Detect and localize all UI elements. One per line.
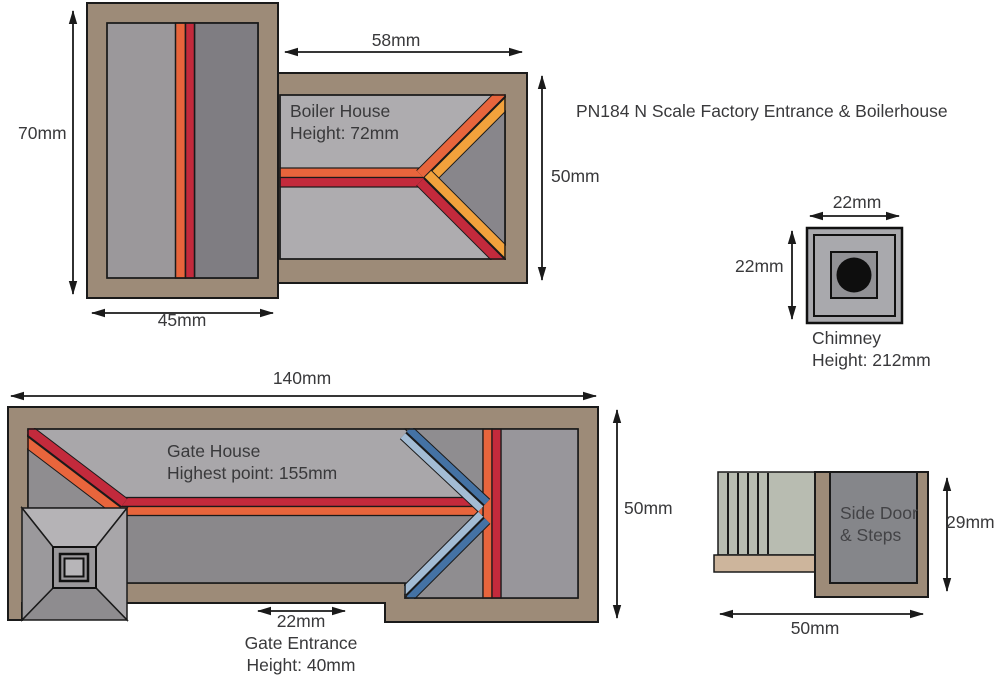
- side-door-height-label: 29mm: [946, 512, 995, 532]
- entrance-height-label: 70mm: [18, 123, 67, 143]
- gate-entrance-name-line2: Height: 40mm: [246, 655, 356, 675]
- side-door-footprint: [713, 471, 929, 598]
- sheet-title: PN184 N Scale Factory Entrance & Boilerh…: [576, 101, 948, 121]
- factory-entrance-footprint: [86, 2, 279, 299]
- boiler-name-line1: Boiler House: [290, 101, 391, 121]
- chimney-footprint: [805, 226, 904, 325]
- gate-house-name-line2: Highest point: 155mm: [167, 463, 338, 483]
- chimney-width-label: 22mm: [832, 192, 882, 212]
- chimney-name-line2: Height: 212mm: [812, 350, 931, 370]
- boiler-width-label: 58mm: [371, 30, 421, 50]
- side-door-width-label: 50mm: [790, 618, 840, 638]
- gate-entrance-width-label: 22mm: [276, 611, 326, 631]
- side-door-name-line2: & Steps: [840, 525, 902, 545]
- side-door-name-label: Side Door & Steps: [840, 502, 918, 546]
- side-door-name-line1: Side Door: [840, 503, 918, 523]
- gate-entrance-name-line1: Gate Entrance: [244, 633, 358, 653]
- entrance-width-label: 45mm: [157, 310, 207, 330]
- gate-house-footprint: [7, 406, 599, 623]
- gate-house-tower: [20, 505, 129, 622]
- chimney-name-line1: Chimney: [812, 328, 882, 348]
- gate-entrance-label: 22mm Gate Entrance Height: 40mm: [225, 610, 377, 676]
- gate-house-depth-label: 50mm: [624, 498, 673, 518]
- chimney-name-label: Chimney Height: 212mm: [812, 327, 931, 371]
- boiler-house-footprint: [277, 72, 528, 284]
- gate-house-width-label: 140mm: [272, 368, 332, 388]
- boiler-depth-label: 50mm: [551, 166, 600, 186]
- steps-lines: [727, 473, 769, 554]
- gate-house-name-label: Gate House Highest point: 155mm: [167, 440, 337, 484]
- boiler-name-label: Boiler House Height: 72mm: [290, 100, 399, 144]
- chimney-depth-label: 22mm: [735, 256, 784, 276]
- gate-house-name-line1: Gate House: [167, 441, 261, 461]
- boiler-name-line2: Height: 72mm: [290, 123, 399, 143]
- dimension-arrows: [10, 9, 952, 619]
